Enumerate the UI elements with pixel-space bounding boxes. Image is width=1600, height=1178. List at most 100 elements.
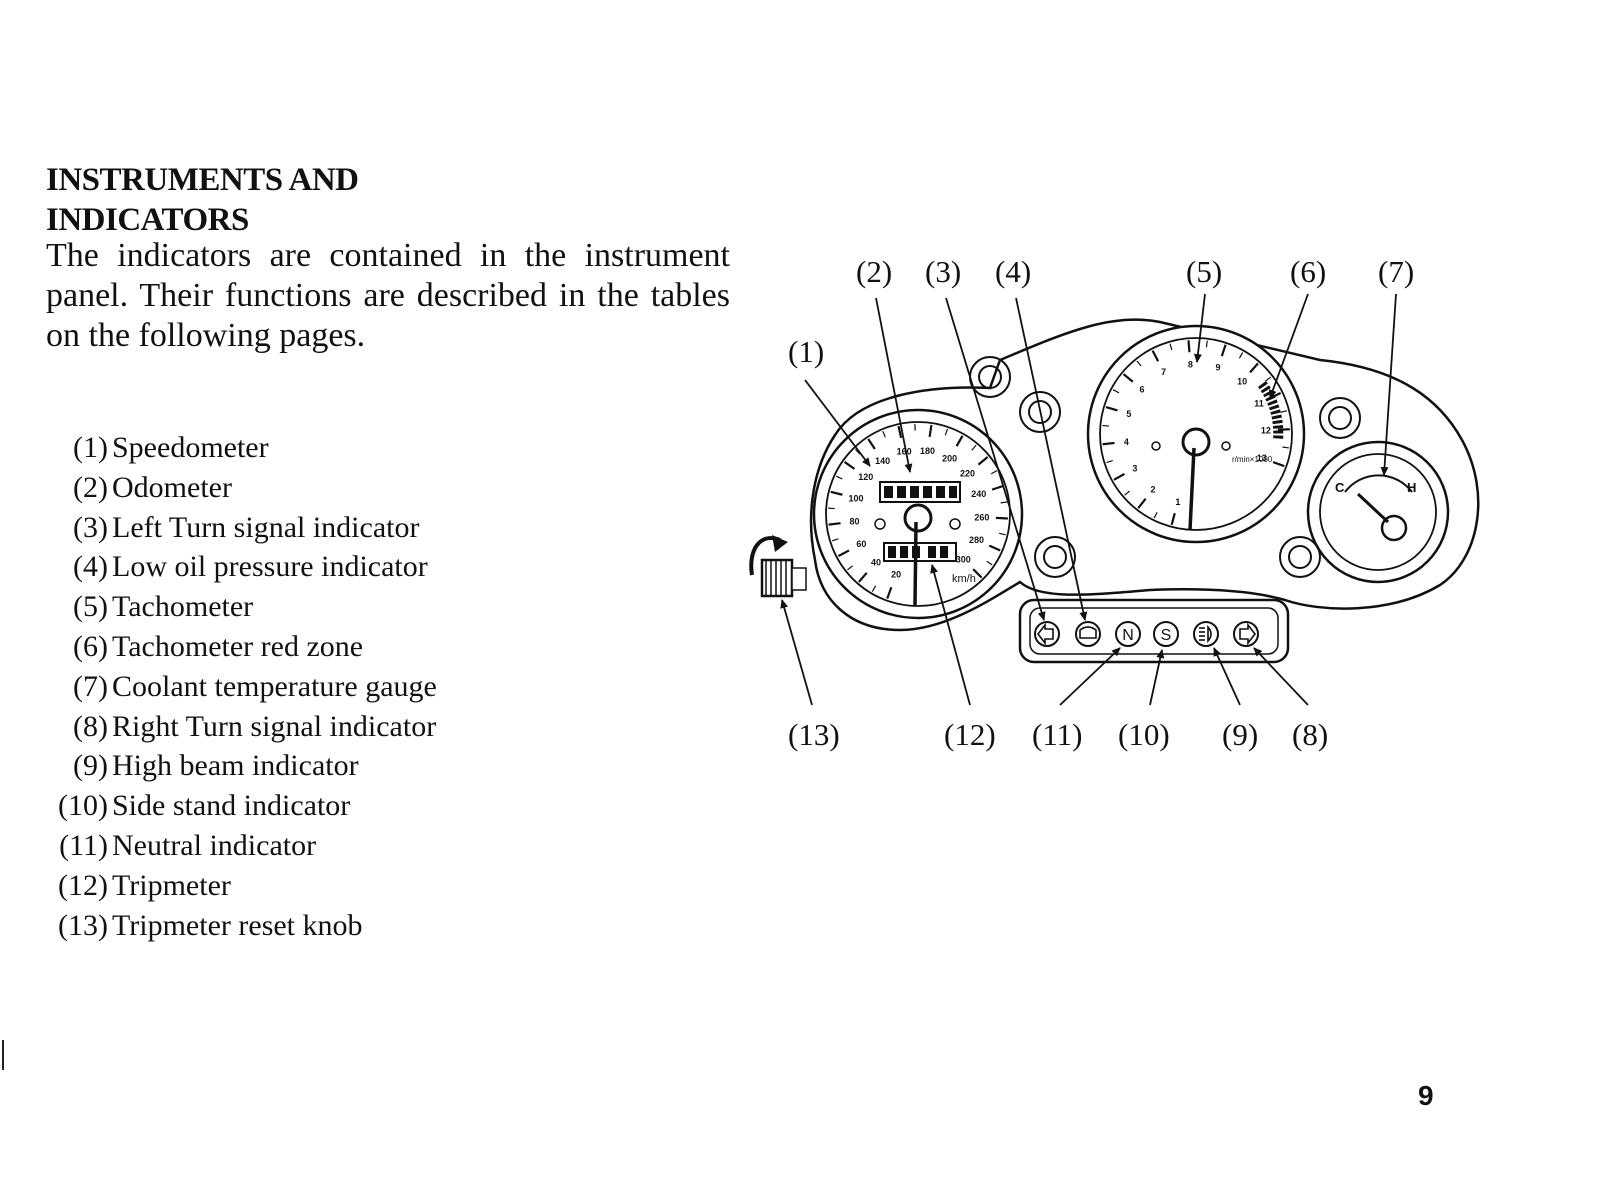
speedometer-tick-label: 240 (971, 489, 986, 499)
legend-item: (6)Tachometer red zone (46, 627, 666, 667)
legend-number: (8) (73, 709, 108, 743)
legend-item: (7)Coolant temperature gauge (46, 667, 666, 707)
major-tick (1102, 441, 1115, 446)
major-tick (1105, 405, 1118, 412)
major-tick (886, 586, 893, 599)
tachometer-tick-label: 12 (1261, 426, 1271, 436)
major-tick (1151, 350, 1160, 362)
callout-9: (9) (1222, 717, 1258, 752)
major-tick (1170, 512, 1176, 526)
major-tick (1187, 340, 1191, 353)
legend-number: (6) (73, 629, 108, 663)
speedometer-scale (828, 424, 1008, 599)
speedometer-tick-label: 40 (871, 557, 881, 567)
speedometer-tick-label: 80 (849, 517, 859, 527)
minor-tick (1169, 343, 1173, 351)
legend-number: (5) (73, 590, 108, 624)
major-tick (830, 490, 843, 496)
tachometer-tick-label: 13 (1257, 453, 1267, 463)
tachometer-tick-label: 4 (1124, 437, 1129, 447)
high-beam-icon (1199, 624, 1212, 644)
legend-item: (12)Tripmeter (46, 866, 666, 906)
legend-item: (9)High beam indicator (46, 746, 666, 786)
tachometer-tick-label: 11 (1254, 399, 1264, 409)
speedometer-tick-label: 60 (856, 539, 866, 549)
callout-2: (2) (856, 254, 892, 289)
legend-number: (3) (73, 510, 108, 544)
legend-label: Neutral indicator (112, 828, 317, 862)
legend-number: (9) (73, 749, 108, 783)
legend-number: (2) (73, 470, 108, 504)
legend-label: Right Turn signal indicator (112, 709, 437, 743)
callout-10: (10) (1118, 717, 1170, 752)
legend-item: (1)Speedometer (46, 428, 666, 468)
minor-tick (944, 428, 949, 436)
legend-label: Side stand indicator (112, 789, 351, 823)
callout-5: (5) (1186, 254, 1222, 289)
legend-label: Tachometer red zone (112, 629, 364, 663)
tachometer-tick-label: 1 (1175, 497, 1180, 507)
legend-label: Tripmeter reset knob (112, 908, 363, 942)
major-tick (867, 438, 876, 450)
major-tick (1249, 362, 1259, 374)
callout-13: (13) (788, 717, 840, 752)
speedometer-tick-label: 140 (875, 456, 890, 466)
major-tick (828, 522, 841, 526)
legend-number: (11) (59, 828, 108, 862)
tachometer-tick-label: 7 (1161, 367, 1166, 377)
legend-label: Speedometer (112, 431, 269, 464)
neutral-icon: N (1122, 627, 1134, 644)
right-turn-indicator (1233, 621, 1259, 647)
callout-4: (4) (995, 254, 1031, 289)
major-tick (837, 549, 850, 558)
tachometer-tick-label: 3 (1132, 463, 1137, 473)
legend-label: Left Turn signal indicator (112, 510, 420, 544)
temperature-hot-mark: H (1407, 480, 1416, 495)
minor-tick (1000, 501, 1008, 504)
legend-label: High beam indicator (112, 749, 359, 783)
tachometer-tick-label: 10 (1237, 377, 1247, 387)
odometer-digits (884, 486, 957, 498)
legend-number: (1) (73, 431, 108, 464)
side-stand-indicator (1153, 621, 1179, 647)
major-tick (1122, 373, 1134, 383)
tripmeter-reset-knob (749, 535, 807, 598)
minor-tick (990, 470, 998, 475)
legend-number: (13) (58, 908, 108, 942)
legend-item: (8)Right Turn signal indicator (46, 707, 666, 747)
minor-tick (1102, 424, 1110, 427)
callout-12: (12) (944, 717, 996, 752)
legend-item: (5)Tachometer (46, 587, 666, 627)
minor-tick (882, 430, 886, 438)
speedometer-tick-label: 260 (974, 512, 989, 522)
callout-11: (11) (1032, 717, 1083, 752)
speedometer-unit: km/h (952, 573, 976, 585)
major-tick (843, 461, 856, 470)
tachometer-red-zone (1257, 381, 1284, 441)
minor-tick (998, 532, 1006, 536)
tachometer-tick-label: 5 (1126, 409, 1131, 419)
indicator-strip: N S (1018, 598, 1290, 664)
minor-tick (1124, 490, 1131, 496)
tachometer-tick-label: 8 (1188, 359, 1193, 369)
panel-housing (809, 318, 1480, 632)
major-tick (1113, 473, 1125, 481)
speedometer-tick-label: 200 (942, 454, 957, 464)
speedometer-tick-label: 120 (858, 472, 873, 482)
major-tick (1220, 344, 1227, 357)
minor-tick (871, 585, 877, 592)
section-heading: INSTRUMENTS AND INDICATORS (46, 160, 686, 240)
minor-tick (1265, 376, 1272, 382)
high-beam-indicator (1193, 621, 1219, 647)
callout-3: (3) (925, 254, 961, 289)
oil-can-icon (1079, 626, 1097, 639)
margin-rule (2, 1040, 4, 1070)
legend-item: (4)Low oil pressure indicator (46, 547, 666, 587)
legend-label: Tripmeter (112, 868, 231, 902)
minor-tick (971, 444, 977, 451)
minor-tick (1280, 410, 1288, 413)
